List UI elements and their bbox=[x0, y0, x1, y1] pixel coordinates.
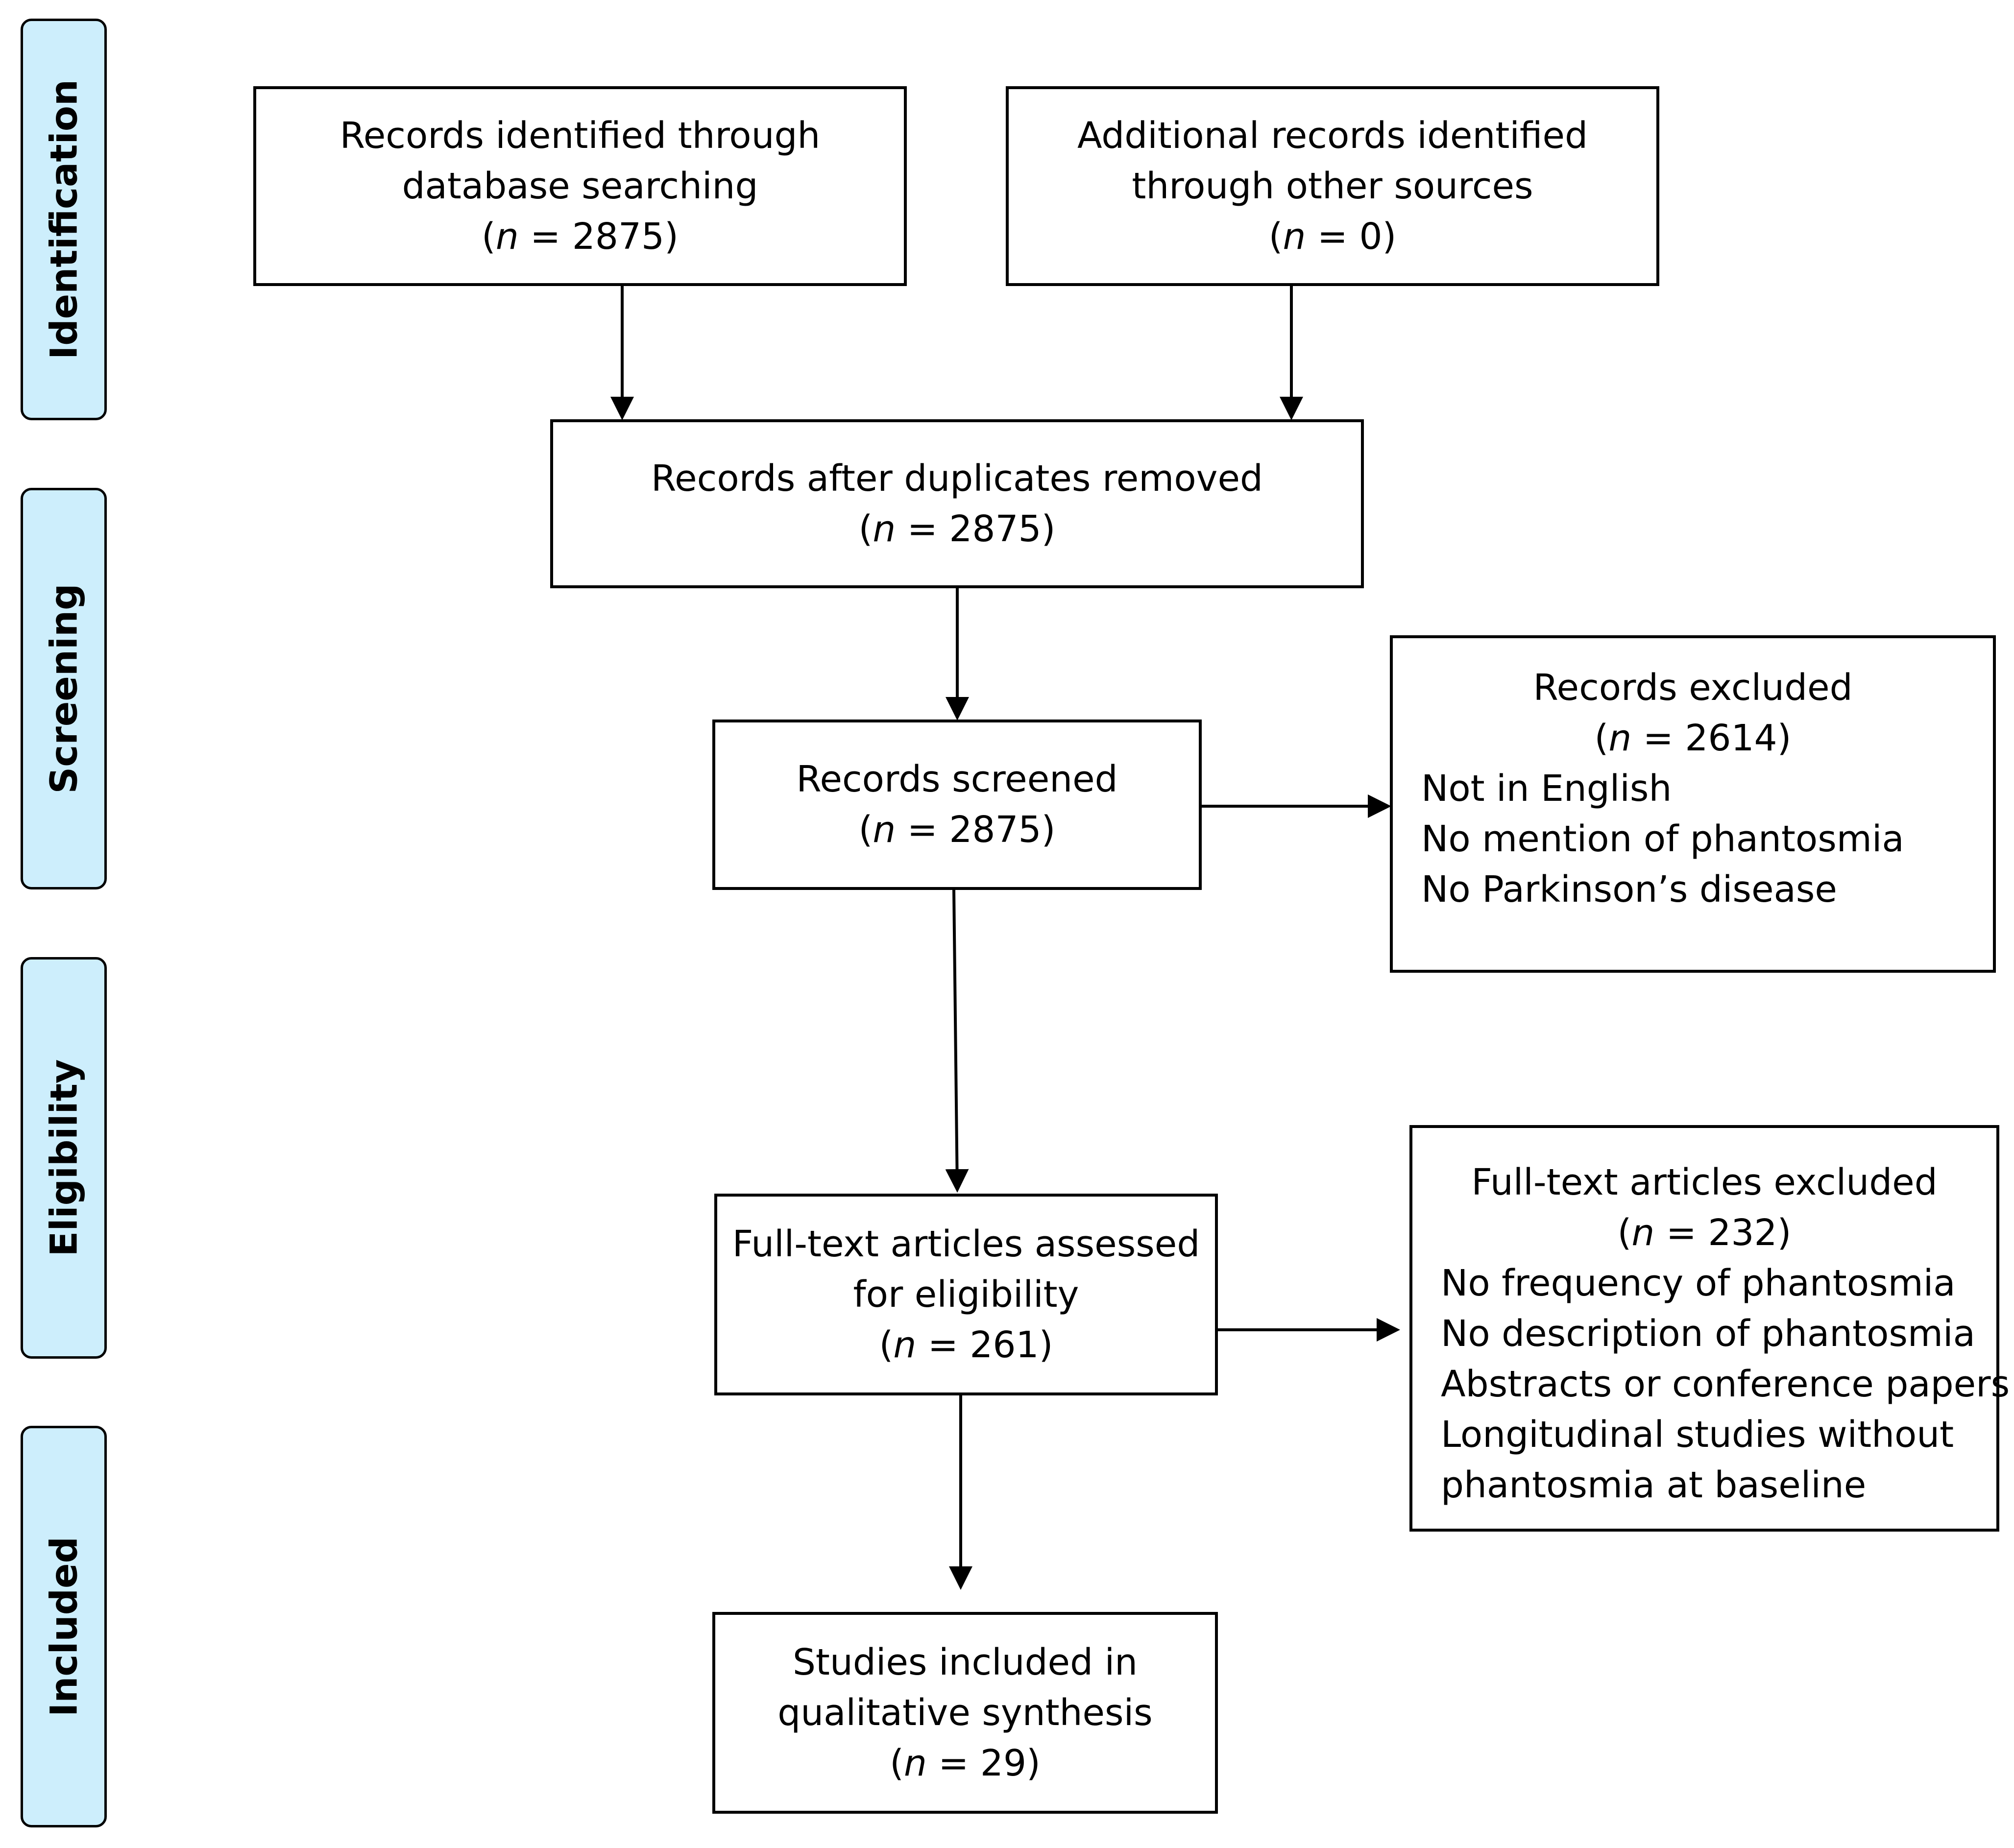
box-screened-line1: Records screened bbox=[796, 758, 1118, 800]
box-full-text-assessed: Full-text articles assessed for eligibil… bbox=[714, 1194, 1218, 1395]
box-included-count: (n = 29) bbox=[890, 1742, 1041, 1784]
box-fulltext-line1: Full-text articles assessed bbox=[732, 1223, 1200, 1265]
box-database-line1: Records identified through bbox=[340, 114, 821, 157]
box-fulltext-line2: for eligibility bbox=[853, 1273, 1079, 1316]
box-other-line2: through other sources bbox=[1132, 165, 1533, 207]
box-fulltext-excluded-title: Full-text articles excluded bbox=[1471, 1161, 1938, 1203]
box-other-count: (n = 0) bbox=[1268, 215, 1397, 258]
stage-eligibility: Eligibility bbox=[21, 957, 107, 1359]
fulltext-excluded-reason: No description of phantosmia bbox=[1441, 1313, 1975, 1355]
box-included-line1: Studies included in bbox=[792, 1641, 1138, 1683]
fulltext-excluded-reason: No frequency of phantosmia bbox=[1441, 1262, 1956, 1304]
stage-included: Included bbox=[21, 1426, 107, 1827]
stage-screening: Screening bbox=[21, 488, 107, 889]
arrow-screened-to-fulltext bbox=[945, 889, 969, 1193]
stage-identification: Identification bbox=[21, 19, 107, 420]
box-records-excluded-count: (n = 2614) bbox=[1594, 717, 1792, 759]
box-other-sources: Additional records identified through ot… bbox=[1006, 86, 1659, 286]
box-studies-included: Studies included in qualitative synthesi… bbox=[712, 1612, 1218, 1814]
box-records-excluded: Records excluded (n = 2614) Not in Engli… bbox=[1390, 635, 1996, 973]
fulltext-excluded-reason: phantosmia at baseline bbox=[1441, 1464, 1867, 1506]
records-excluded-reason: No mention of phantosmia bbox=[1421, 818, 1904, 860]
records-excluded-reason: Not in English bbox=[1421, 768, 1672, 810]
fulltext-excluded-reason: Longitudinal studies without bbox=[1441, 1414, 1954, 1456]
box-duplicates-count: (n = 2875) bbox=[858, 507, 1056, 550]
box-fulltext-count: (n = 261) bbox=[879, 1323, 1053, 1366]
box-database-line2: database searching bbox=[402, 165, 758, 207]
box-duplicates-removed: Records after duplicates removed (n = 28… bbox=[550, 419, 1364, 588]
box-fulltext-excluded-count: (n = 232) bbox=[1617, 1212, 1792, 1254]
box-full-text-excluded: Full-text articles excluded (n = 232) No… bbox=[1409, 1125, 2010, 1532]
fulltext-excluded-reason: Abstracts or conference papers bbox=[1441, 1363, 2010, 1405]
box-database-searching: Records identified through database sear… bbox=[253, 86, 907, 286]
box-screened-count: (n = 2875) bbox=[858, 809, 1056, 851]
box-other-line1: Additional records identified bbox=[1077, 114, 1588, 157]
box-records-excluded-title: Records excluded bbox=[1533, 667, 1853, 709]
records-excluded-reason: No Parkinson’s disease bbox=[1421, 868, 1837, 911]
box-database-count: (n = 2875) bbox=[481, 215, 679, 258]
box-duplicates-line1: Records after duplicates removed bbox=[651, 457, 1263, 500]
box-included-line2: qualitative synthesis bbox=[777, 1691, 1153, 1734]
box-records-screened: Records screened (n = 2875) bbox=[712, 720, 1202, 890]
